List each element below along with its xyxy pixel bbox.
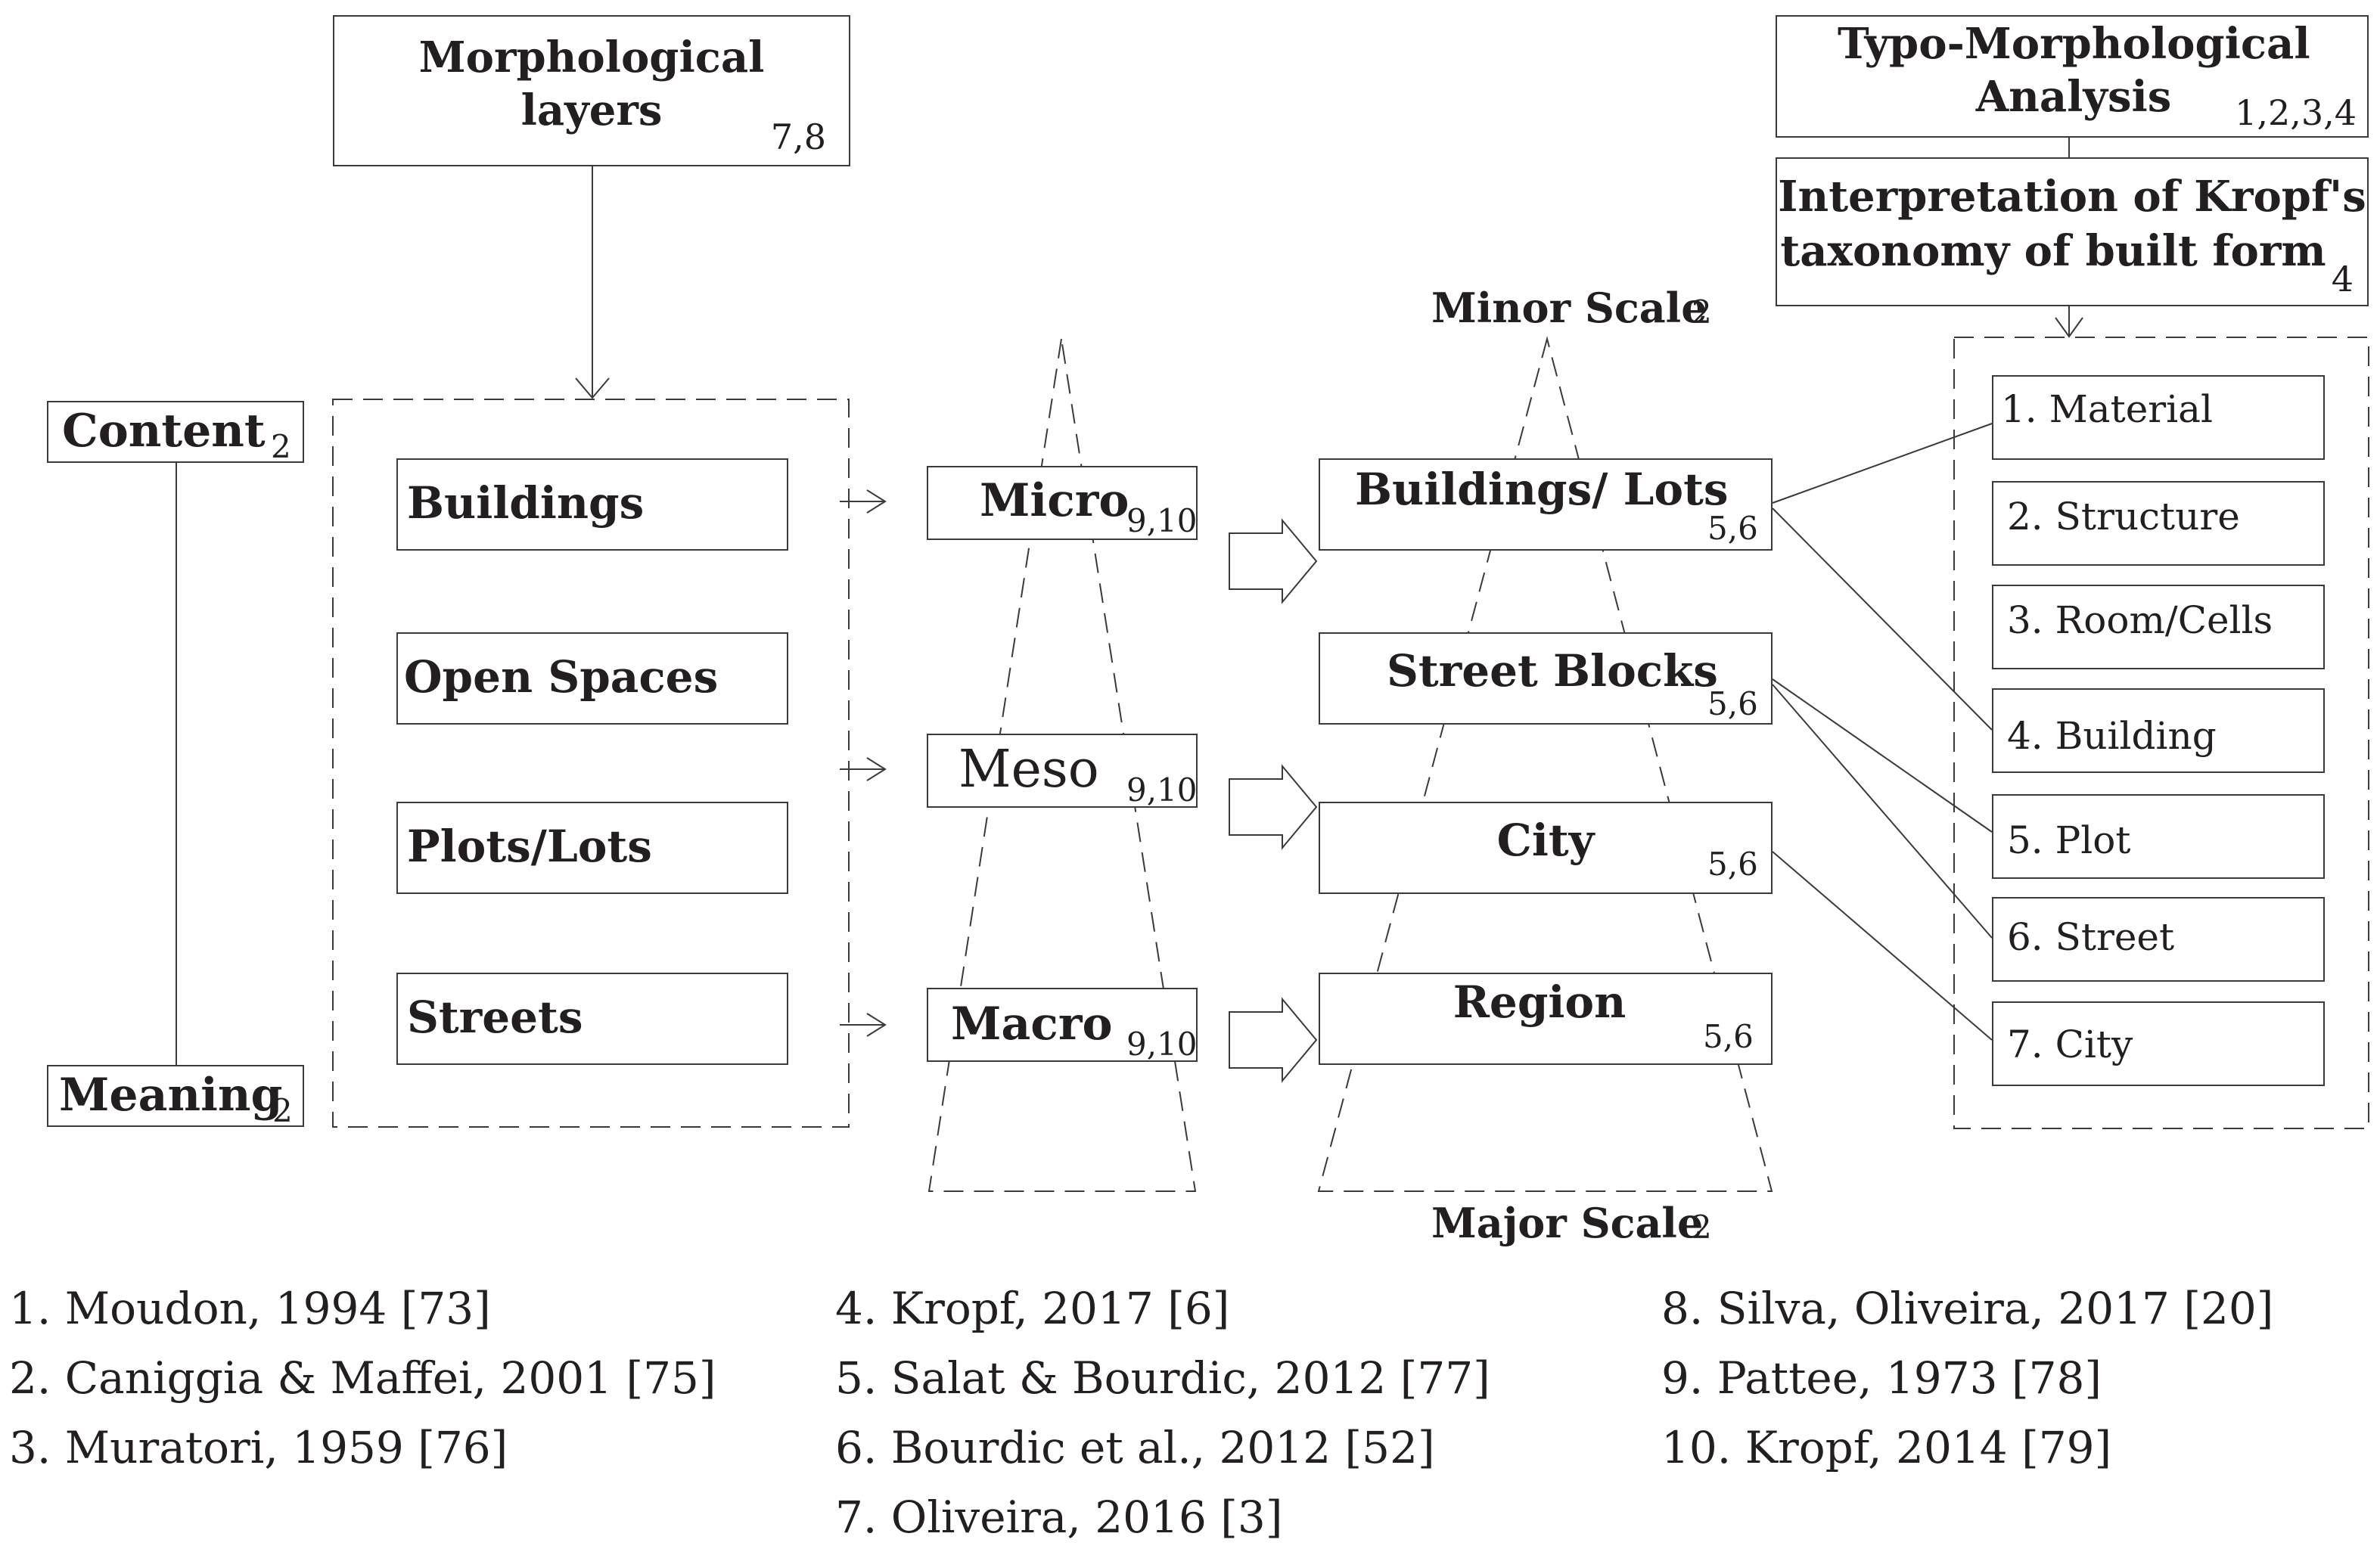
- block-arrows: [1229, 518, 1318, 1083]
- meaning-box: Meaning 2: [47, 1065, 304, 1127]
- layer-label: Open Spaces: [404, 651, 719, 703]
- morphological-layers-title-line1: Morphological: [418, 33, 765, 82]
- level-label: Micro: [980, 474, 1129, 527]
- kropf-level-room-cells: 3. Room/Cells: [1992, 585, 2325, 669]
- major-scale-label: Major Scale: [1431, 1199, 1704, 1247]
- scale-label: Region: [1453, 976, 1627, 1028]
- kropf-level-label: 2. Structure: [2007, 495, 2240, 539]
- reference-item: 3. Muratori, 1959 [76]: [9, 1422, 508, 1473]
- reference-item: 4. Kropf, 2017 [6]: [835, 1283, 1230, 1334]
- typo-refs: 1,2,3,4: [2235, 92, 2357, 133]
- scale-box-city: City 5,6: [1319, 802, 1773, 894]
- meaning-ref: 2: [272, 1092, 293, 1129]
- kropf-interpretation-box: Interpretation of Kropf's taxonomy of bu…: [1776, 157, 2369, 306]
- scale-box-buildings-lots: Buildings/ Lots 5,6: [1319, 458, 1773, 551]
- kropf-level-structure: 2. Structure: [1992, 481, 2325, 566]
- scale-refs: 5,6: [1707, 510, 1758, 547]
- kropf-refs: 4: [2331, 259, 2354, 300]
- layer-box-buildings: Buildings: [396, 458, 788, 551]
- level-refs: 9,10: [1126, 1026, 1198, 1063]
- kropf-level-material: 1. Material: [1992, 375, 2325, 460]
- level-label: Macro: [951, 998, 1113, 1051]
- reference-item: 6. Bourdic et al., 2012 [52]: [835, 1422, 1435, 1473]
- layer-box-plots-lots: Plots/Lots: [396, 802, 788, 894]
- scale-box-street-blocks: Street Blocks 5,6: [1319, 632, 1773, 725]
- reference-item: 10. Kropf, 2014 [79]: [1661, 1422, 2112, 1473]
- major-scale-ref: 2: [1692, 1209, 1712, 1246]
- kropf-level-plot: 5. Plot: [1992, 794, 2325, 879]
- typo-title-line1: Typo-Morphological: [1838, 19, 2310, 69]
- kropf-level-building: 4. Building: [1992, 688, 2325, 773]
- content-ref: 2: [271, 428, 291, 465]
- layer-box-open-spaces: Open Spaces: [396, 632, 788, 725]
- kropf-level-label: 5. Plot: [2007, 818, 2131, 862]
- morphological-layers-refs: 7,8: [770, 116, 826, 157]
- kropf-level-street: 6. Street: [1992, 897, 2325, 982]
- scale-label: Street Blocks: [1387, 645, 1718, 697]
- kropf-level-label: 3. Room/Cells: [2007, 598, 2273, 642]
- scale-refs: 5,6: [1707, 685, 1758, 722]
- kropf-level-label: 7. City: [2007, 1023, 2133, 1066]
- typo-morphological-box: Typo-Morphological Analysis 1,2,3,4: [1776, 15, 2369, 138]
- kropf-level-label: 1. Material: [2001, 387, 2213, 431]
- level-refs: 9,10: [1126, 502, 1198, 539]
- level-arrows: [840, 489, 887, 1037]
- kropf-level-city: 7. City: [1992, 1001, 2325, 1086]
- kropf-title-line1: Interpretation of Kropf's: [1778, 172, 2366, 222]
- layer-label: Streets: [407, 992, 583, 1043]
- scale-label: Buildings/ Lots: [1355, 464, 1729, 515]
- scale-refs: 5,6: [1707, 846, 1758, 883]
- reference-item: 2. Caniggia & Maffei, 2001 [75]: [9, 1352, 716, 1404]
- level-label: Meso: [959, 740, 1099, 799]
- content-box: Content 2: [47, 401, 304, 463]
- minor-scale-label: Minor Scale: [1431, 284, 1707, 332]
- morphological-layers-title-line2: layers: [520, 85, 663, 135]
- layer-box-streets: Streets: [396, 973, 788, 1065]
- content-label: Content: [62, 405, 266, 458]
- scale-refs: 5,6: [1703, 1018, 1754, 1055]
- level-box-macro: Macro 9,10: [927, 988, 1198, 1062]
- reference-item: 9. Pattee, 1973 [78]: [1661, 1352, 2102, 1404]
- layers-dashed-region: [332, 399, 850, 1128]
- references-column-2: 4. Kropf, 2017 [6] 5. Salat & Bourdic, 2…: [835, 1274, 1490, 1552]
- level-refs: 9,10: [1126, 771, 1198, 809]
- morphological-layers-box: Morphological layers 7,8: [333, 15, 850, 166]
- meaning-label: Meaning: [59, 1069, 283, 1122]
- scale-box-region: Region 5,6: [1319, 973, 1773, 1065]
- kropf-dashed-region: [1953, 337, 2369, 1129]
- reference-item: 7. Oliveira, 2016 [3]: [835, 1491, 1283, 1543]
- layer-label: Plots/Lots: [407, 821, 652, 872]
- reference-item: 8. Silva, Oliveira, 2017 [20]: [1661, 1283, 2274, 1334]
- scales-dashed-triangle: [1317, 336, 1773, 1192]
- level-box-meso: Meso 9,10: [927, 734, 1198, 808]
- scale-kropf-links: [1772, 423, 1993, 1041]
- reference-item: 1. Moudon, 1994 [73]: [9, 1283, 491, 1334]
- minor-scale-ref: 2: [1692, 293, 1712, 331]
- layer-label: Buildings: [407, 477, 645, 529]
- kropf-level-label: 4. Building: [2007, 714, 2217, 758]
- kropf-title-line2: taxonomy of built form: [1780, 226, 2326, 276]
- kropf-level-label: 6. Street: [2007, 915, 2175, 959]
- references-column-3: 8. Silva, Oliveira, 2017 [20] 9. Pattee,…: [1661, 1274, 2273, 1482]
- typo-title-line2: Analysis: [1975, 72, 2172, 122]
- reference-item: 5. Salat & Bourdic, 2012 [77]: [835, 1352, 1490, 1404]
- references-column-1: 1. Moudon, 1994 [73] 2. Caniggia & Maffe…: [9, 1274, 716, 1482]
- scale-label: City: [1496, 815, 1595, 866]
- level-box-micro: Micro 9,10: [927, 466, 1198, 540]
